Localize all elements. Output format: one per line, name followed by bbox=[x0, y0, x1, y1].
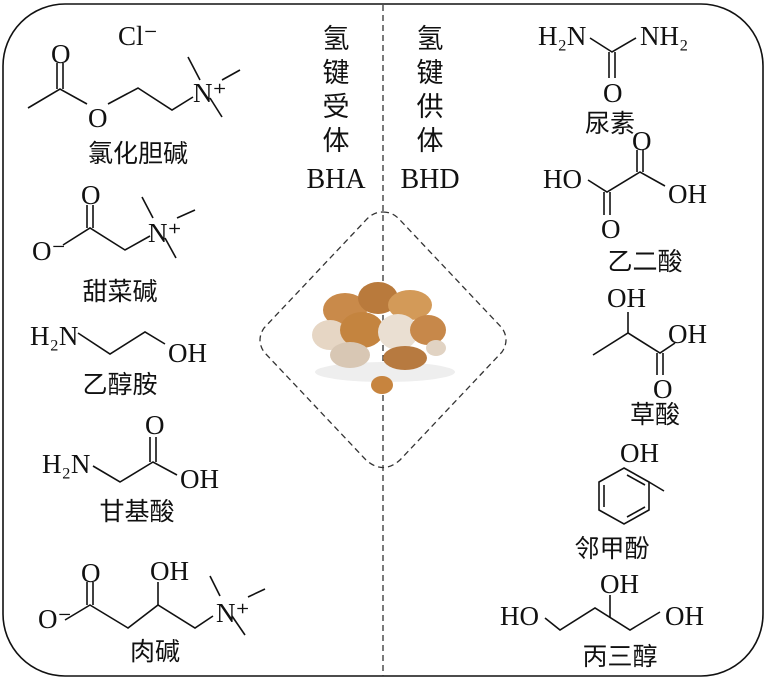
molecule-glycine: H₂N O OH 甘基酸 bbox=[42, 410, 219, 526]
molecule-name: 尿素 bbox=[585, 109, 635, 138]
molecule-ethanolamine: H₂N OH 乙醇胺 bbox=[30, 321, 207, 399]
label-text: 键 bbox=[417, 58, 444, 89]
molecule-o-cresol: OH 邻甲酚 bbox=[574, 438, 665, 563]
atom-label: HO bbox=[543, 164, 582, 194]
atom-label: O bbox=[145, 410, 165, 440]
molecule-glycerol: HO OH OH 丙三醇 bbox=[500, 569, 704, 671]
label-text: 氢 bbox=[323, 24, 350, 55]
atom-label: O bbox=[632, 126, 652, 156]
molecule-lactic-acid: OH O OH 草酸 bbox=[592, 283, 707, 429]
molecule-name: 乙醇胺 bbox=[82, 370, 157, 399]
molecule-name: 邻甲酚 bbox=[574, 534, 649, 563]
atom-label: N⁺ bbox=[216, 598, 250, 628]
label-text: 供 bbox=[417, 92, 444, 123]
atom-label: NH₂ bbox=[640, 21, 688, 51]
molecule-name: 甘基酸 bbox=[99, 497, 174, 526]
atom-label: OH bbox=[668, 179, 707, 209]
label-text: 受 bbox=[323, 92, 350, 123]
molecule-urea: H₂N O NH₂ 尿素 bbox=[538, 21, 688, 138]
molecule-name: 肉碱 bbox=[130, 637, 180, 666]
atom-label: H₂N bbox=[538, 21, 586, 51]
atom-label: HO bbox=[500, 601, 539, 631]
molecule-name: 乙二酸 bbox=[607, 247, 682, 276]
label-text: BHA bbox=[306, 164, 366, 195]
atom-label: OH bbox=[620, 438, 659, 468]
atom-label: O bbox=[51, 39, 71, 69]
molecule-carnitine: O⁻ O OH N⁺ 肉碱 bbox=[38, 556, 266, 666]
label-text: BHD bbox=[400, 164, 459, 195]
molecule-betaine: O⁻ O N⁺ 甜菜碱 bbox=[32, 180, 196, 306]
label-text: 氢 bbox=[417, 24, 444, 55]
molecule-name: 丙三醇 bbox=[582, 642, 657, 671]
atom-label: OH bbox=[150, 556, 189, 586]
atom-label: OH bbox=[168, 338, 207, 368]
atom-label: OH bbox=[180, 464, 219, 494]
molecule-oxalic-acid: HO O O OH 乙二酸 bbox=[543, 126, 707, 276]
atom-label: N⁺ bbox=[193, 78, 227, 108]
atom-label: O bbox=[601, 214, 621, 244]
label-text: 体 bbox=[417, 126, 444, 157]
atom-label: H₂N bbox=[42, 449, 90, 479]
atom-label: O bbox=[88, 103, 108, 133]
atom-label: N⁺ bbox=[148, 218, 182, 248]
atom-label: O bbox=[81, 558, 101, 588]
molecule-name: 甜菜碱 bbox=[82, 277, 157, 306]
atom-label: OH bbox=[668, 319, 707, 349]
atom-label: O bbox=[653, 374, 673, 404]
atom-label: Cl⁻ bbox=[118, 21, 158, 51]
label-text: 体 bbox=[323, 126, 350, 157]
molecule-name: 草酸 bbox=[630, 400, 680, 429]
atom-label: OH bbox=[665, 601, 704, 631]
label-text: 键 bbox=[323, 58, 350, 89]
atom-label: H₂N bbox=[30, 321, 78, 351]
atom-label: OH bbox=[607, 283, 646, 313]
atom-label: O⁻ bbox=[32, 236, 66, 266]
molecule-name: 氯化胆碱 bbox=[88, 139, 188, 168]
mushroom-image bbox=[312, 282, 455, 394]
atom-label: O bbox=[603, 78, 623, 108]
acceptor-label: 氢 键 受 体 BHA bbox=[306, 24, 366, 195]
center-diamond bbox=[259, 211, 507, 469]
atom-label: O bbox=[81, 180, 101, 210]
atom-label: OH bbox=[600, 569, 639, 599]
molecule-choline-chloride: Cl⁻ O O N⁺ 氯化胆碱 bbox=[27, 21, 241, 168]
donor-label: 氢 键 供 体 BHD bbox=[400, 24, 459, 195]
